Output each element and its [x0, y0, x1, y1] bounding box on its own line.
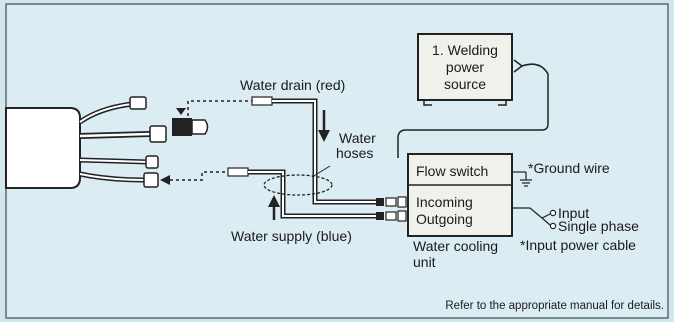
drain-flow-arrowhead	[318, 130, 330, 142]
connector-incoming-3	[397, 196, 407, 208]
drain-hose-inner	[272, 100, 376, 203]
input-power-cable-label: *Input power cable	[520, 237, 636, 253]
input-terminal-1	[549, 209, 557, 217]
supply-hose-end	[227, 167, 249, 177]
torch-fitting-bottom	[143, 172, 159, 188]
connector-incoming-2	[385, 197, 397, 207]
connector-outgoing-2	[385, 211, 397, 221]
water-hoses-label-line-2: hoses	[336, 145, 373, 161]
water-supply-label: Water supply (blue)	[231, 228, 352, 244]
ground-wire: *Ground wire	[512, 160, 610, 187]
torch-cable-1-inner	[79, 103, 133, 123]
water-hoses-label-line-1: Water	[339, 130, 376, 146]
outgoing-label: Outgoing	[416, 211, 473, 227]
incoming-label: Incoming	[416, 194, 473, 210]
torch-cable-4-inner	[79, 173, 147, 181]
single-phase-label: Single phase	[558, 218, 639, 234]
water-hoses-callout-ellipse	[263, 174, 333, 196]
input-power-cable: Input Single phase *Input power cable	[512, 205, 639, 253]
torch-body	[5, 107, 81, 189]
torch-cable-2-inner	[79, 132, 151, 138]
input-cable-line-2	[541, 217, 551, 226]
torch-cable-3-inner	[79, 159, 149, 163]
connector-outgoing-1	[376, 212, 384, 220]
drain-hose-end	[251, 96, 273, 106]
drain-valve-body	[172, 118, 192, 136]
power-source-foot-left	[423, 100, 432, 106]
torch-fitting-top	[129, 96, 147, 110]
supply-dashed-hose	[170, 171, 228, 181]
torch-assembly	[5, 96, 209, 189]
drain-dashed-hose	[187, 100, 252, 116]
torch-fitting-mid	[149, 125, 167, 143]
connector-outgoing-3	[397, 210, 407, 222]
power-source-box	[417, 33, 513, 101]
water-drain-line	[187, 96, 376, 205]
power-cord	[397, 63, 549, 158]
water-hoses-callout-leader	[311, 165, 331, 178]
ground-wire-label: *Ground wire	[528, 160, 610, 176]
input-cable-line	[512, 207, 551, 219]
power-source-foot-right	[498, 100, 507, 106]
cooling-unit-box	[407, 153, 513, 237]
cooling-unit-connectors	[376, 196, 407, 222]
input-label: Input	[558, 205, 589, 221]
supply-flow-arrowhead	[268, 195, 280, 207]
supply-arrowhead	[160, 175, 170, 185]
torch-fitting-lower	[145, 155, 159, 169]
water-cooling-unit: Flow switch Incoming Outgoing Water cool…	[407, 153, 513, 270]
power-source-label-line-2: power	[446, 59, 484, 75]
drain-valve-arrow	[176, 108, 186, 115]
water-drain-label: Water drain (red)	[240, 77, 345, 93]
cooling-unit-label-line-1: Water cooling	[413, 238, 498, 254]
drain-valve-nozzle	[191, 119, 209, 135]
welding-power-source: 1. Welding power source	[397, 33, 549, 158]
cooling-unit-label-line-2: unit	[413, 254, 436, 270]
power-source-label-line-1: 1. Welding	[432, 42, 498, 58]
input-terminal-2	[549, 222, 557, 230]
power-source-label-line-3: source	[444, 76, 486, 92]
flow-switch-label: Flow switch	[416, 163, 488, 179]
connector-incoming-1	[376, 198, 384, 206]
footer-note: Refer to the appropriate manual for deta…	[445, 300, 664, 312]
